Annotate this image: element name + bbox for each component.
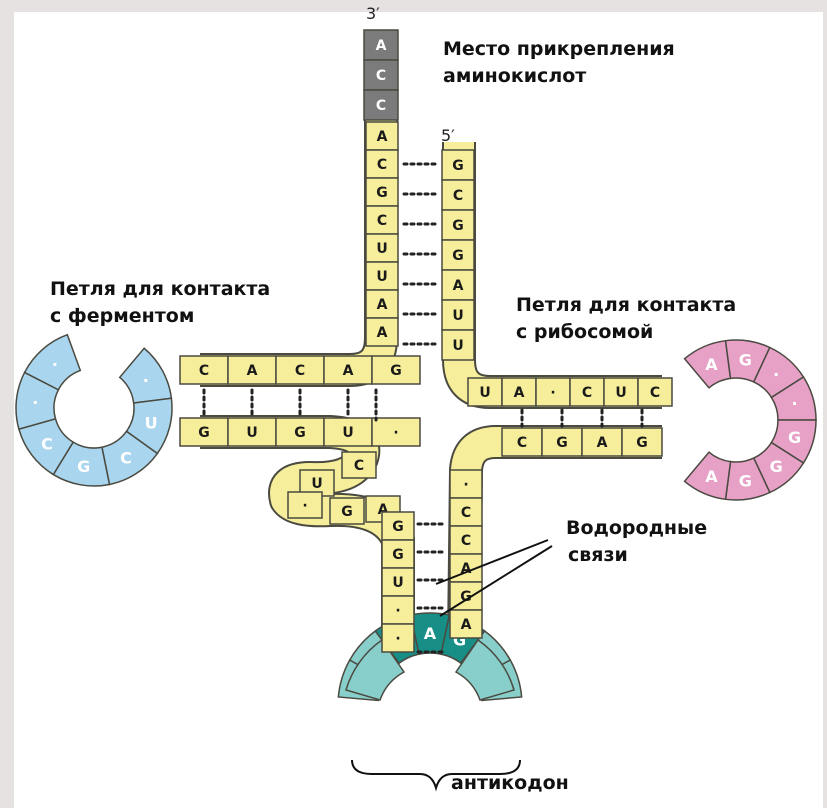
t-arm-bottom-nucleotide-letter: G	[556, 435, 568, 451]
d-arm-bottom-nucleotide-letter: G	[198, 425, 210, 441]
anticodon-stem-right-nucleotide-letter: C	[461, 533, 471, 549]
hydrogen-bonds-line-2: связи	[566, 542, 707, 569]
acceptor-right-nucleotide-letter: G	[452, 248, 464, 264]
acceptor-tail-nucleotide-letter: A	[376, 38, 387, 54]
hydrogen-bonds-label: Водородные связи	[566, 515, 707, 569]
t-loop-nucleotide: ·	[792, 394, 798, 413]
d-loop-nucleotide: ·	[143, 371, 149, 390]
acceptor-left-nucleotide-letter: A	[377, 325, 388, 341]
acceptor-tail-nucleotide-letter: C	[376, 68, 386, 84]
t-arm-bottom-nucleotide-letter: A	[597, 435, 608, 451]
d-arm-top-nucleotide-letter: C	[199, 363, 209, 379]
hydrogen-bonds-line-1: Водородные	[566, 515, 707, 542]
enzyme-loop-line-2: с ферментом	[50, 303, 270, 330]
backbone-acceptor-left	[200, 120, 381, 370]
ribosome-loop-label: Петля для контакта с рибосомой	[516, 292, 736, 346]
d-loop-nucleotide: ·	[52, 355, 58, 374]
attachment-site-line-2: аминокислот	[443, 63, 675, 90]
acceptor-left-nucleotide-letter: G	[376, 185, 388, 201]
acceptor-right-nucleotide-letter: U	[452, 308, 463, 324]
anticodon-loop-nucleotide: A	[424, 624, 437, 643]
t-arm-bottom-nucleotide-letter: G	[636, 435, 648, 451]
enzyme-loop-label: Петля для контакта с ферментом	[50, 276, 270, 330]
acceptor-right-nucleotide-letter: U	[452, 338, 463, 354]
d-loop-nucleotide: ·	[32, 393, 38, 412]
d-loop-nucleotide: G	[77, 457, 90, 476]
d-arm-bottom-nucleotide-letter: U	[342, 425, 353, 441]
anticodon-stem-right-nucleotide-letter: C	[461, 505, 471, 521]
attachment-site-label: Место прикрепления аминокислот	[443, 36, 675, 90]
t-arm-bottom-nucleotide-letter: C	[517, 435, 527, 451]
acceptor-tail-nucleotide-letter: C	[376, 98, 386, 114]
acceptor-left-nucleotide-letter: A	[377, 129, 388, 145]
d-arm-bottom-nucleotide-letter: ·	[393, 425, 398, 441]
acceptor-right-nucleotide-letter: A	[453, 278, 464, 294]
anticodon-label: антикодон	[451, 770, 569, 797]
connector-nucleotide-letter: G	[341, 504, 353, 520]
acceptor-right-nucleotide-letter: C	[453, 188, 463, 204]
connector-nucleotide-letter: C	[354, 458, 364, 474]
d-loop-nucleotide: C	[41, 435, 53, 454]
three-prime-label: 3′	[366, 4, 380, 23]
d-arm-top-nucleotide-letter: G	[390, 363, 402, 379]
t-loop-nucleotide: G	[770, 457, 783, 476]
d-arm-bottom-nucleotide-letter: U	[246, 425, 257, 441]
anticodon-stem-left-nucleotide-letter: G	[392, 519, 404, 535]
backbone-acceptor-right	[459, 142, 662, 392]
connector-nucleotide-letter: ·	[302, 498, 307, 514]
acceptor-right-nucleotide-letter: G	[452, 218, 464, 234]
t-arm-top-nucleotide-letter: U	[479, 385, 490, 401]
anticodon-stem-left-nucleotide-letter: U	[392, 575, 403, 591]
t-arm-top-nucleotide-letter: C	[582, 385, 592, 401]
d-loop-nucleotide: C	[120, 449, 132, 468]
t-arm-top-nucleotide-letter: U	[615, 385, 626, 401]
five-prime-label: 5′	[441, 126, 455, 145]
d-arm-top-nucleotide-letter: A	[247, 363, 258, 379]
t-arm-top-nucleotide-letter: A	[514, 385, 525, 401]
t-arm-top-nucleotide-letter: ·	[550, 385, 555, 401]
t-arm-top-nucleotide-letter: C	[650, 385, 660, 401]
acceptor-left-nucleotide-letter: U	[376, 241, 387, 257]
enzyme-loop-line-1: Петля для контакта	[50, 276, 270, 303]
ribosome-loop-line-2: с рибосомой	[516, 319, 736, 346]
backbone-acceptor-left-outline	[200, 120, 381, 370]
anticodon-stem-right-nucleotide-letter: ·	[463, 477, 468, 493]
d-arm-top-nucleotide-letter: C	[295, 363, 305, 379]
attachment-site-line-1: Место прикрепления	[443, 36, 675, 63]
d-arm-top-nucleotide-letter: A	[343, 363, 354, 379]
t-loop-nucleotide: A	[705, 467, 718, 486]
anticodon-stem-left-nucleotide-letter: ·	[395, 631, 400, 647]
acceptor-left-nucleotide-letter: C	[377, 157, 387, 173]
d-arm-bottom-nucleotide-letter: G	[294, 425, 306, 441]
anticodon-stem-left-nucleotide-letter: ·	[395, 603, 400, 619]
t-loop-nucleotide: G	[788, 428, 801, 447]
ribosome-loop-line-1: Петля для контакта	[516, 292, 736, 319]
acceptor-left-nucleotide-letter: A	[377, 297, 388, 313]
acceptor-left-nucleotide-letter: C	[377, 213, 387, 229]
t-loop: AG··GGGA	[685, 340, 816, 500]
t-loop-nucleotide: G	[739, 471, 752, 490]
connector-nucleotide-letter: U	[311, 476, 322, 492]
anticodon-stem-right-nucleotide-letter: A	[461, 617, 472, 633]
acceptor-left-nucleotide-letter: U	[376, 269, 387, 285]
d-loop-nucleotide: U	[145, 414, 158, 433]
t-loop-nucleotide: A	[705, 355, 718, 374]
anticodon-stem-left-nucleotide-letter: G	[392, 547, 404, 563]
t-loop-nucleotide: G	[739, 351, 752, 370]
backbone-acceptor-right-outline	[459, 142, 662, 392]
t-loop-nucleotide: ·	[773, 365, 779, 384]
acceptor-right-nucleotide-letter: G	[452, 158, 464, 174]
